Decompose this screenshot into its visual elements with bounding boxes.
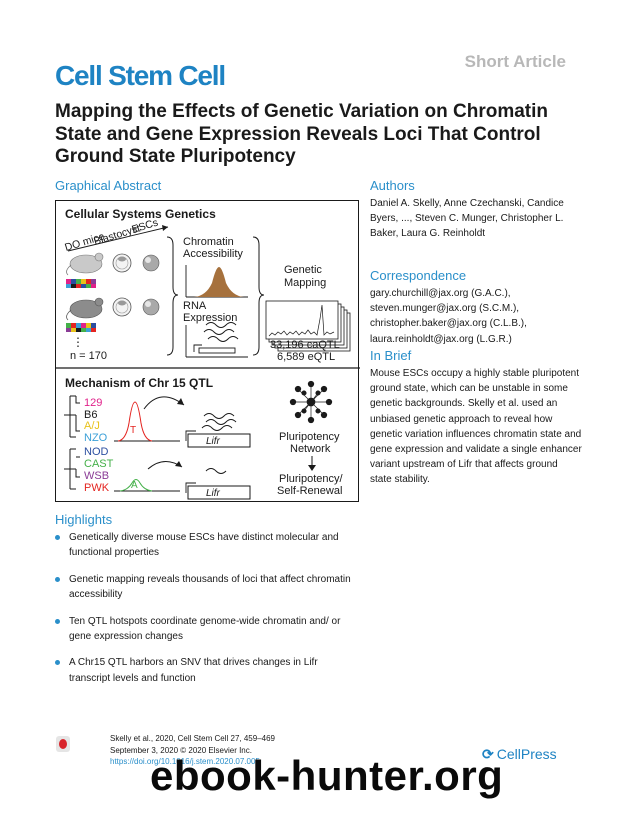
- citation-line: Skelly et al., 2020, Cell Stem Cell 27, …: [110, 734, 275, 743]
- highlight-text: Ten QTL hotspots coordinate genome-wide …: [69, 615, 341, 643]
- accessibility-label: Accessibility: [183, 248, 243, 260]
- tss-arrow: [185, 430, 196, 441]
- in-brief-heading: In Brief: [370, 348, 412, 363]
- sample-size: n = 170: [70, 350, 107, 362]
- cellpress-mark-icon: ⟳: [482, 746, 494, 762]
- highlights-heading: Highlights: [55, 512, 113, 527]
- self-renewal-label: Self-Renewal: [277, 485, 342, 497]
- eqtl-count: 6,589 eQTL: [277, 351, 335, 363]
- strain-cast: CAST: [84, 458, 114, 470]
- journal-logo: Cell Stem Cell: [55, 60, 226, 91]
- allele-t: T: [130, 425, 136, 436]
- ga-top-title: Cellular Systems Genetics: [65, 207, 216, 221]
- bullet-icon: [55, 660, 60, 666]
- highlight-text: Genetic mapping reveals thousands of loc…: [69, 573, 351, 601]
- strain-nzo: NZO: [84, 432, 108, 444]
- pluripotency-network-icon: [289, 380, 333, 424]
- genetic-label: Genetic: [284, 264, 322, 276]
- watermark: ebook-hunter.org: [150, 752, 504, 799]
- strain-aj: A/J: [84, 420, 100, 432]
- crossmark-icon[interactable]: [56, 736, 70, 752]
- mapping-label: Mapping: [284, 277, 326, 289]
- graphical-abstract: Cellular Systems Genetics DO mice Blasto…: [55, 200, 360, 502]
- gene-box: [187, 433, 251, 448]
- highlights-list: Genetically diverse mouse ESCs have dist…: [55, 530, 360, 697]
- genotype-bar-icon: [66, 323, 96, 332]
- transcript-icon: [201, 413, 237, 431]
- gene-box: [187, 485, 251, 500]
- cellpress-logo: ⟳CellPress: [482, 746, 557, 763]
- strain-129: 129: [84, 397, 102, 409]
- closed-chromatin-peak-icon: [114, 479, 180, 492]
- caqtl-count: 33,196 caQTL: [270, 339, 340, 351]
- publisher-name: CellPress: [496, 746, 557, 762]
- transcript-icon: [185, 322, 248, 358]
- blastocyst-icon: [112, 297, 132, 317]
- strain-pwk: PWK: [84, 482, 110, 494]
- tss-arrow: [185, 482, 196, 493]
- left-brace: [166, 236, 179, 356]
- email-line[interactable]: gary.churchill@jax.org (G.A.C.),: [370, 288, 511, 299]
- accessibility-peak-icon: [185, 265, 248, 298]
- progression-arrow: [67, 226, 169, 252]
- bullet-icon: [55, 618, 60, 624]
- mouse-icon: [66, 297, 104, 321]
- strain-nod: NOD: [84, 446, 109, 458]
- chromatin-label: Chromatin: [183, 236, 234, 248]
- article-type: Short Article: [464, 52, 566, 71]
- correspondence-heading: Correspondence: [370, 268, 467, 283]
- doi-link[interactable]: https://doi.org/10.1016/j.stem.2020.07.0…: [110, 757, 260, 766]
- right-brace: [252, 236, 265, 356]
- email-line[interactable]: steven.munger@jax.org (S.C.M.),: [370, 303, 520, 315]
- correspondence-list: gary.churchill@jax.org (G.A.C.), steven.…: [370, 286, 590, 347]
- pluripotency-label: Pluripotency/: [279, 473, 344, 485]
- open-chromatin-peak-icon: [114, 401, 180, 442]
- genotype-bar-icon: [66, 279, 96, 288]
- bullet-icon: [55, 576, 60, 582]
- bullet-icon: [55, 535, 60, 540]
- list-item: Ten QTL hotspots coordinate genome-wide …: [55, 614, 360, 645]
- downstream-arrow-head: [308, 465, 316, 471]
- blastocyst-icon: [112, 253, 132, 273]
- strain-tree: [64, 395, 80, 438]
- authors-heading: Authors: [370, 178, 415, 193]
- more-dots: ⋮: [72, 335, 84, 349]
- qtl-plots-icon: [265, 300, 351, 352]
- email-line[interactable]: laura.reinholdt@jax.org (L.G.R.): [370, 333, 512, 345]
- citation-line: September 3, 2020 © 2020 Elsevier Inc.: [110, 745, 252, 755]
- strain-b6: B6: [84, 409, 97, 421]
- gene-label: Lifr: [206, 488, 221, 499]
- citation: Skelly et al., 2020, Cell Stem Cell 27, …: [110, 733, 275, 768]
- mouse-icon: [66, 252, 104, 276]
- highlight-text: A Chr15 QTL harbors an SNV that drives c…: [69, 657, 318, 684]
- enhancer-arrow-head: [177, 398, 184, 405]
- list-item: Genetically diverse mouse ESCs have dist…: [55, 530, 360, 561]
- highlight-text: Genetically diverse mouse ESCs have dist…: [69, 532, 339, 559]
- gene-label: Lifr: [206, 436, 221, 447]
- expression-label: Expression: [183, 312, 237, 324]
- ga-bottom-title: Mechanism of Chr 15 QTL: [65, 376, 213, 390]
- strain-wsb: WSB: [84, 470, 109, 482]
- email-line[interactable]: christopher.baker@jax.org (C.L.B.),: [370, 318, 527, 330]
- network-label: Network: [290, 443, 331, 455]
- rna-label: RNA: [183, 300, 207, 312]
- enhancer-arrow-head: [175, 461, 182, 467]
- strain-tree: [64, 448, 80, 490]
- esc-icon: [142, 298, 160, 316]
- graphical-abstract-heading: Graphical Abstract: [55, 178, 162, 193]
- pluripotency-label: Pluripotency: [279, 431, 340, 443]
- list-item: A Chr15 QTL harbors an SNV that drives c…: [55, 655, 360, 686]
- authors-list: Daniel A. Skelly, Anne Czechanski, Candi…: [370, 198, 564, 240]
- esc-icon: [142, 254, 160, 272]
- transcript-icon: [205, 468, 227, 474]
- in-brief-text: Mouse ESCs occupy a highly stable plurip…: [370, 368, 582, 486]
- allele-a: A: [131, 480, 138, 491]
- list-item: Genetic mapping reveals thousands of loc…: [55, 572, 360, 603]
- paper-title: Mapping the Effects of Genetic Variation…: [55, 101, 548, 167]
- progression-arrow-head: [162, 225, 168, 231]
